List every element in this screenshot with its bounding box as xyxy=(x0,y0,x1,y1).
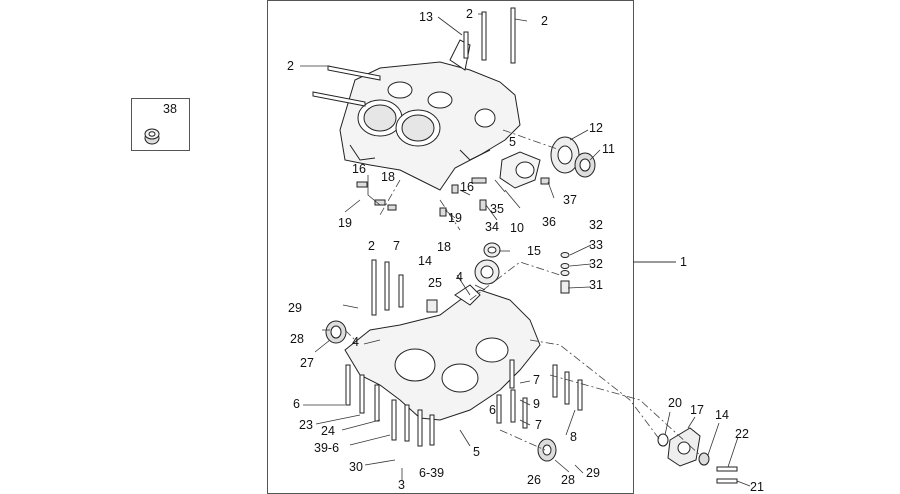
callout-18: 18 xyxy=(381,170,395,184)
callout-4: 4 xyxy=(456,270,463,284)
callout-19: 19 xyxy=(448,211,462,225)
callout-11: 11 xyxy=(602,142,615,156)
callout-29: 29 xyxy=(288,301,302,315)
callout-34: 34 xyxy=(485,220,499,234)
callout-6-39: 6-39 xyxy=(419,466,445,480)
washer-14-icon xyxy=(698,452,710,466)
callout-16: 16 xyxy=(460,180,474,194)
callout-33: 33 xyxy=(589,238,603,252)
callout-32: 32 xyxy=(589,218,603,232)
callout-6: 6 xyxy=(293,397,300,411)
callout-35: 35 xyxy=(490,202,504,216)
oring-20-icon xyxy=(657,433,669,447)
callout-2: 2 xyxy=(368,239,375,253)
callout-5: 5 xyxy=(473,445,480,459)
callout-38: 38 xyxy=(163,102,177,116)
callout-12: 12 xyxy=(589,121,603,135)
callout-1: 1 xyxy=(680,255,687,269)
callout-10: 10 xyxy=(510,221,524,235)
callout-19: 19 xyxy=(338,216,352,230)
lower-crankcase-icon xyxy=(344,284,541,421)
callout-14: 14 xyxy=(418,254,432,268)
bearing-15-icon xyxy=(483,242,501,258)
callout-7: 7 xyxy=(533,373,540,387)
callout-5: 5 xyxy=(509,135,516,149)
plug-25-icon xyxy=(426,299,438,313)
callout-25: 25 xyxy=(428,276,442,290)
callout-14: 14 xyxy=(715,408,729,422)
callout-13: 13 xyxy=(419,10,433,24)
callout-18: 18 xyxy=(437,240,451,254)
bolts-21-22-icon xyxy=(716,466,738,484)
bearing-12-icon xyxy=(550,136,580,174)
callout-20: 20 xyxy=(668,396,682,410)
callout-23: 23 xyxy=(299,418,313,432)
seal-11-icon xyxy=(574,152,596,178)
callout-17: 17 xyxy=(690,403,704,417)
pump-17-icon xyxy=(667,427,701,467)
callout-39-6: 39-6 xyxy=(314,441,340,455)
seal-27-icon xyxy=(325,320,347,344)
leader-lines xyxy=(300,13,751,487)
bushing-38-icon xyxy=(144,128,160,145)
seal-26-icon xyxy=(537,438,557,462)
callout-2: 2 xyxy=(466,7,473,21)
callout-4: 4 xyxy=(352,335,359,349)
callout-28: 28 xyxy=(290,332,304,346)
callout-15: 15 xyxy=(527,244,541,258)
callout-7: 7 xyxy=(535,418,542,432)
callout-21: 21 xyxy=(750,480,764,494)
callout-8: 8 xyxy=(570,430,577,444)
callout-26: 26 xyxy=(527,473,541,487)
detail-frame-38 xyxy=(131,98,190,151)
callout-16: 16 xyxy=(352,162,366,176)
callout-6: 6 xyxy=(489,403,496,417)
studs-upper-icon xyxy=(312,7,516,107)
callout-29: 29 xyxy=(586,466,600,480)
bearing-4-icon xyxy=(474,259,500,285)
assembly-lines xyxy=(344,129,701,456)
upper-crankcase-icon xyxy=(339,39,521,191)
callout-2: 2 xyxy=(541,14,548,28)
callout-31: 31 xyxy=(589,278,603,292)
fitting-stack-icon xyxy=(560,252,570,294)
cover-36-icon xyxy=(499,151,541,189)
callout-7: 7 xyxy=(393,239,400,253)
callout-9: 9 xyxy=(533,397,540,411)
callout-37: 37 xyxy=(563,193,577,207)
callout-28: 28 xyxy=(561,473,575,487)
callout-24: 24 xyxy=(321,424,335,438)
callout-27: 27 xyxy=(300,356,314,370)
lower-bolts-icon xyxy=(345,259,583,447)
callout-30: 30 xyxy=(349,460,363,474)
callout-32: 32 xyxy=(589,257,603,271)
callout-3: 3 xyxy=(398,478,405,492)
callout-36: 36 xyxy=(542,215,556,229)
callout-2: 2 xyxy=(287,59,294,73)
callout-22: 22 xyxy=(735,427,749,441)
